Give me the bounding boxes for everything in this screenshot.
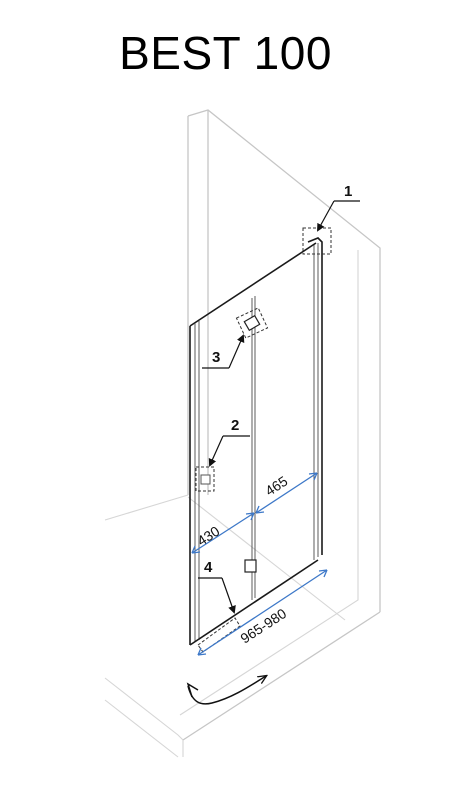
callout-boxes — [195, 227, 332, 653]
callout-number-4: 4 — [204, 559, 213, 576]
callout-3: 3 — [202, 334, 245, 369]
dimension-label-left-panel: 430 — [194, 523, 222, 549]
callout-number-2: 2 — [231, 417, 239, 434]
door-swing-arrow — [187, 676, 266, 705]
fittings — [200, 314, 261, 573]
callout-1: 1 — [317, 183, 360, 232]
callout-number-1: 1 — [344, 183, 352, 200]
callout-2: 2 — [208, 417, 250, 467]
callout-4: 4 — [198, 559, 236, 614]
diagram-title: BEST 100 — [119, 27, 332, 79]
door-frame — [189, 237, 323, 646]
dimension-lines — [191, 472, 328, 656]
callout-number-3: 3 — [212, 349, 220, 366]
dimension-label-right-panel: 465 — [262, 473, 290, 499]
wall-outline — [104, 109, 381, 758]
